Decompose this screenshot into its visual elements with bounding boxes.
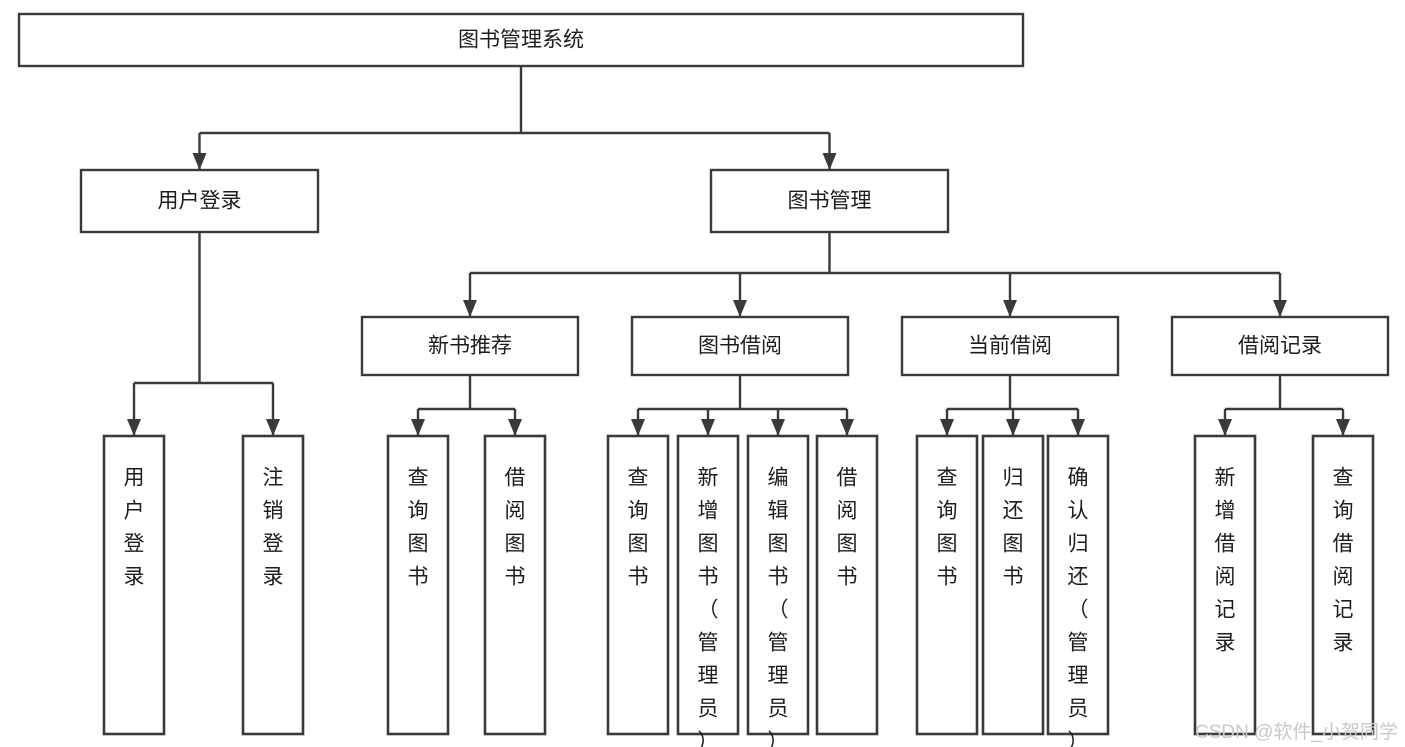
- node-leaf-add-record[interactable]: 新增借阅记录: [1193, 434, 1257, 736]
- node-leaf-query-book-1[interactable]: 查询图书: [386, 434, 450, 736]
- node-current-borrow[interactable]: 当前借阅: [900, 315, 1120, 377]
- node-label: 查询图书: [628, 466, 649, 588]
- node-label: 归还图书: [1003, 466, 1024, 588]
- node-box[interactable]: [915, 434, 979, 736]
- connector-layer: [127, 66, 1350, 436]
- arrow-head-icon: [463, 300, 477, 317]
- node-box[interactable]: [386, 434, 450, 736]
- node-box[interactable]: [900, 315, 1120, 377]
- node-box[interactable]: [1311, 434, 1375, 736]
- arrow-head-icon: [266, 419, 280, 436]
- node-new-book-recommend[interactable]: 新书推荐: [360, 315, 580, 377]
- node-box[interactable]: [79, 168, 320, 234]
- node-label: 借阅记录: [1238, 335, 1322, 358]
- node-label: 借阅图书: [505, 466, 526, 588]
- node-label: 编辑图书（管理员）: [768, 466, 789, 747]
- node-box[interactable]: [241, 434, 305, 736]
- node-label: 查询借阅记录: [1333, 466, 1354, 654]
- arrow-head-icon: [1273, 300, 1287, 317]
- arrow-head-icon: [1218, 419, 1232, 436]
- csdn-watermark: CSDN @软件_小贺同学: [1195, 721, 1398, 743]
- node-label: 确认归还（管理员）: [1068, 466, 1089, 747]
- node-leaf-return-book[interactable]: 归还图书: [981, 434, 1045, 736]
- node-leaf-confirm-return[interactable]: 确认归还（管理员）: [1046, 434, 1110, 747]
- node-label: 图书借阅: [698, 335, 782, 358]
- node-box[interactable]: [1046, 434, 1110, 736]
- node-leaf-user-logout[interactable]: 注销登录: [241, 434, 305, 736]
- node-label: 图书管理: [788, 190, 872, 213]
- node-leaf-borrow-book-1[interactable]: 借阅图书: [483, 434, 547, 736]
- node-box[interactable]: [17, 12, 1025, 68]
- node-label: 新增借阅记录: [1215, 466, 1236, 654]
- arrow-head-icon: [1336, 419, 1350, 436]
- arrow-head-icon: [733, 300, 747, 317]
- node-label: 当前借阅: [968, 335, 1052, 358]
- node-leaf-add-book[interactable]: 新增图书（管理员）: [676, 434, 740, 747]
- node-label: 查询图书: [937, 466, 958, 588]
- arrow-head-icon: [822, 153, 837, 170]
- arrow-head-icon: [192, 153, 207, 170]
- node-box[interactable]: [1193, 434, 1257, 736]
- node-box[interactable]: [483, 434, 547, 736]
- arrow-head-icon: [1003, 300, 1017, 317]
- node-box[interactable]: [815, 434, 879, 736]
- node-label: 新书推荐: [428, 335, 512, 358]
- node-box[interactable]: [709, 168, 950, 234]
- arrow-head-icon: [840, 419, 854, 436]
- node-book-manage[interactable]: 图书管理: [709, 168, 950, 234]
- arrow-head-icon: [940, 419, 954, 436]
- node-leaf-borrow-book-2[interactable]: 借阅图书: [815, 434, 879, 736]
- arrow-head-icon: [771, 419, 785, 436]
- node-box[interactable]: [360, 315, 580, 377]
- node-label: 借阅图书: [837, 466, 858, 588]
- node-box[interactable]: [746, 434, 810, 736]
- node-leaf-query-book-2[interactable]: 查询图书: [606, 434, 670, 736]
- node-label: 查询图书: [408, 466, 429, 588]
- arrow-head-icon: [508, 419, 522, 436]
- node-label: 图书管理系统: [458, 29, 584, 52]
- node-label: 新增图书（管理员）: [698, 466, 719, 747]
- node-label: 注销登录: [263, 466, 284, 588]
- node-root[interactable]: 图书管理系统: [17, 12, 1025, 68]
- node-leaf-query-book-3[interactable]: 查询图书: [915, 434, 979, 736]
- node-leaf-edit-book[interactable]: 编辑图书（管理员）: [746, 434, 810, 747]
- node-book-borrow[interactable]: 图书借阅: [630, 315, 850, 377]
- node-leaf-query-record[interactable]: 查询借阅记录: [1311, 434, 1375, 736]
- node-box[interactable]: [630, 315, 850, 377]
- arrow-head-icon: [1006, 419, 1020, 436]
- node-box[interactable]: [606, 434, 670, 736]
- node-label: 用户登录: [158, 190, 242, 213]
- arrow-head-icon: [701, 419, 715, 436]
- arrow-head-icon: [1071, 419, 1085, 436]
- arrow-head-icon: [411, 419, 425, 436]
- arrow-head-icon: [127, 419, 141, 436]
- node-label: 用户登录: [124, 466, 145, 588]
- node-box[interactable]: [102, 434, 166, 736]
- node-layer: 图书管理系统用户登录用户登录注销登录图书管理新书推荐查询图书借阅图书图书借阅查询…: [17, 12, 1390, 747]
- node-borrow-record[interactable]: 借阅记录: [1170, 315, 1390, 377]
- node-user-login[interactable]: 用户登录: [79, 168, 320, 234]
- node-box[interactable]: [1170, 315, 1390, 377]
- node-leaf-user-login[interactable]: 用户登录: [102, 434, 166, 736]
- arrow-head-icon: [631, 419, 645, 436]
- node-box[interactable]: [676, 434, 740, 736]
- node-box[interactable]: [981, 434, 1045, 736]
